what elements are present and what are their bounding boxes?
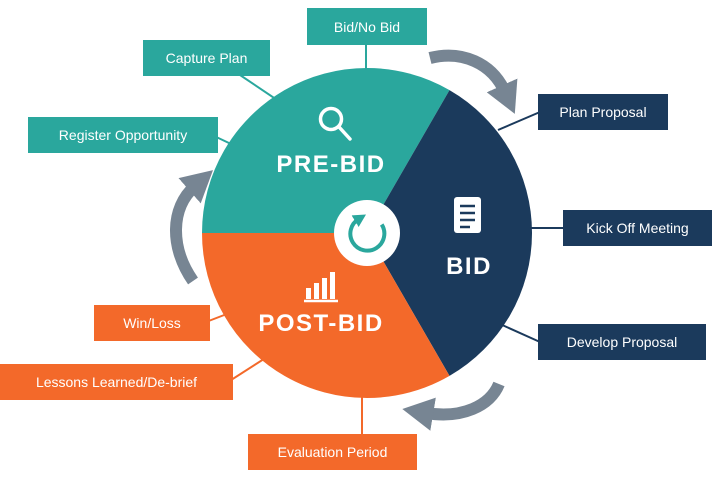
center-circle: [334, 200, 400, 266]
label-bid-no-bid: Bid/No Bid: [307, 8, 427, 45]
search-icon: [318, 106, 352, 141]
label-develop-proposal: Develop Proposal: [538, 324, 706, 360]
center-hub: [334, 200, 400, 266]
flow-arrow-top-right-icon: [428, 49, 518, 114]
connector-plan-proposal: [497, 111, 541, 131]
segment-post-bid: [202, 233, 450, 399]
bar: [330, 272, 335, 299]
connector-develop-proposal: [499, 323, 541, 343]
flow-arrow-bottom-right-icon: [402, 381, 505, 431]
flow-arrows: [170, 49, 518, 431]
segment-pre-bid: [202, 67, 450, 233]
label-capture-plan: Capture Plan: [143, 40, 270, 76]
segment-label-bid: BID: [446, 253, 492, 280]
label-register-opportunity: Register Opportunity: [28, 117, 218, 153]
bar: [322, 278, 327, 299]
label-plan-proposal: Plan Proposal: [538, 94, 668, 130]
bar: [314, 283, 319, 299]
search-icon-lens: [318, 106, 344, 132]
bar: [306, 288, 311, 299]
notebook-icon: [454, 197, 481, 233]
label-win-loss: Win/Loss: [94, 305, 210, 341]
flow-arrow-left-icon: [170, 170, 214, 285]
label-kick-off-meeting: Kick Off Meeting: [563, 210, 712, 246]
segment-label-post-bid: POST-BID: [258, 310, 383, 337]
pie-chart: [202, 67, 533, 399]
search-icon-handle: [337, 125, 352, 141]
label-lessons-learned: Lessons Learned/De-brief: [0, 364, 233, 400]
segment-bid: [367, 90, 533, 376]
refresh-icon: [348, 214, 387, 253]
bar-chart-icon: [304, 272, 338, 303]
segment-label-pre-bid: PRE-BID: [276, 151, 385, 178]
label-evaluation-period: Evaluation Period: [248, 434, 417, 470]
